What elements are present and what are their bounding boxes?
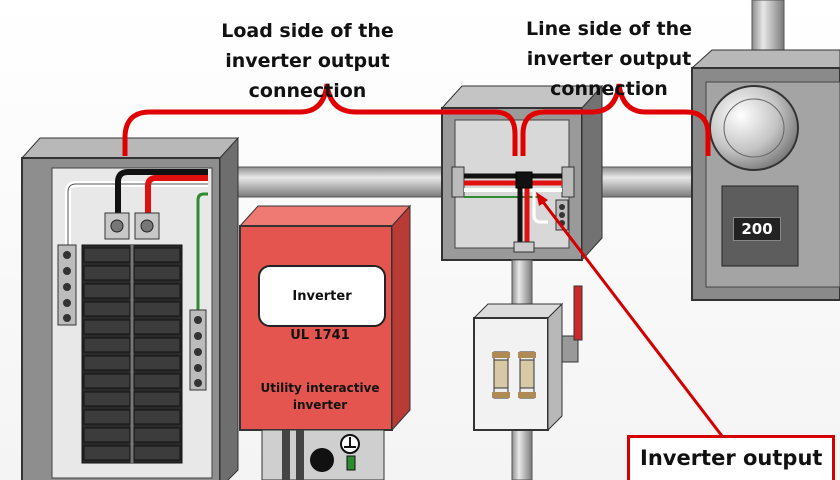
inverter-description-label: Utility interactive inverter	[260, 381, 380, 412]
callout-arrowhead	[536, 192, 548, 206]
meter-rating-display: 200	[733, 217, 781, 241]
line-side-bracket	[520, 83, 711, 156]
main-service-panel	[20, 136, 240, 480]
disconnect-switch	[472, 285, 583, 432]
conduit-to-inverter	[511, 427, 533, 480]
junction-box	[440, 84, 604, 262]
inverter-standard-label: UL 1741	[290, 328, 350, 343]
conduit-to-disconnect	[511, 259, 533, 309]
load-side-bracket	[122, 83, 518, 156]
callout-pointer	[538, 197, 724, 437]
load-side-label: Load side of the inverter output connect…	[221, 20, 394, 102]
inverter-name-label: Inverter	[258, 265, 386, 327]
inverter-output-callout: Inverter output	[627, 435, 835, 480]
conduit-left	[204, 166, 456, 198]
utility-meter	[690, 49, 840, 301]
line-side-label: Line side of the inverter output connect…	[526, 18, 692, 100]
inverter-unit	[238, 204, 412, 480]
